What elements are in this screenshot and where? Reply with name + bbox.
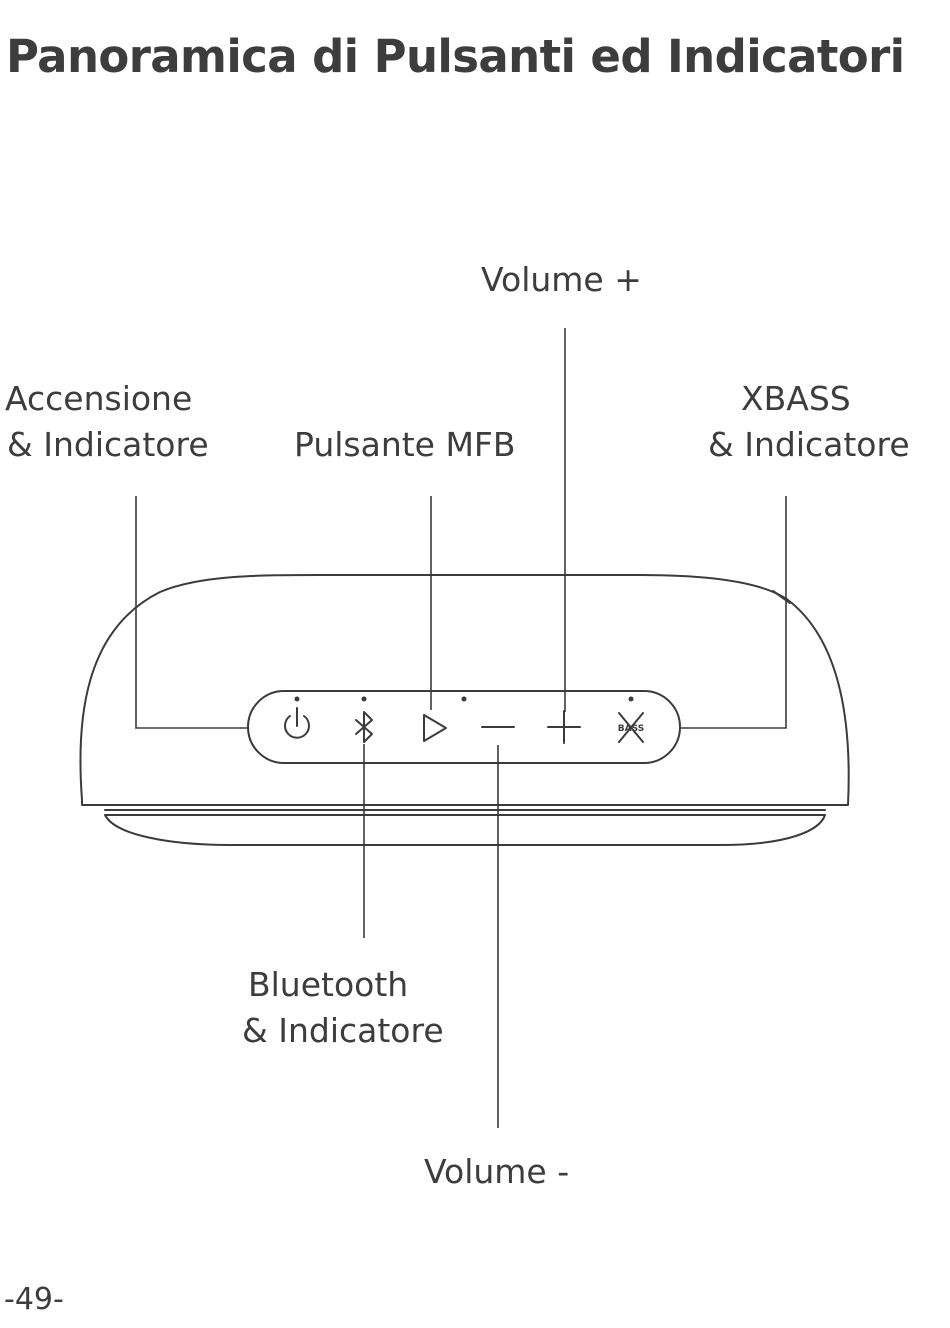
mfb-indicator-dot	[462, 697, 467, 702]
bluetooth-indicator-dot	[362, 697, 367, 702]
control-panel	[248, 691, 680, 763]
play-icon[interactable]	[424, 715, 446, 741]
xbass-indicator-dot	[629, 697, 634, 702]
callout-line-xbass	[680, 496, 786, 728]
speaker-notch	[773, 591, 790, 603]
power-indicator-dot	[295, 697, 300, 702]
power-icon[interactable]	[285, 708, 309, 738]
speaker-base	[105, 815, 825, 845]
xbass-icon-text: BASS	[618, 724, 644, 734]
plus-icon[interactable]	[548, 711, 580, 743]
callout-line-power	[136, 496, 248, 728]
page-number: -49-	[4, 1282, 64, 1317]
bluetooth-icon[interactable]	[356, 712, 372, 742]
